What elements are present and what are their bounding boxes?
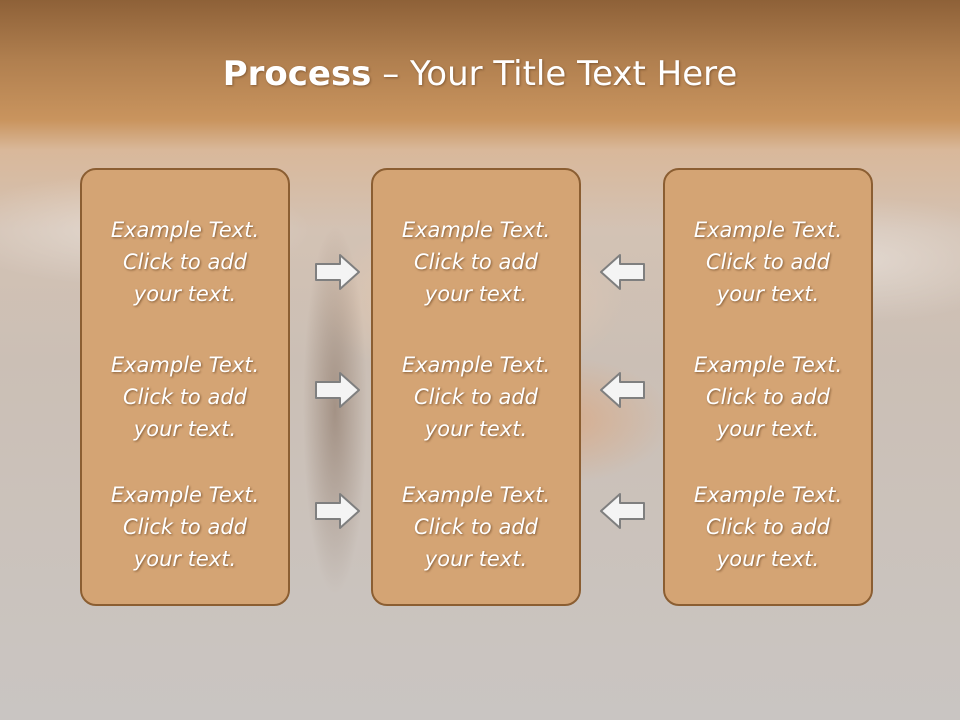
item-line-2: Click to add bbox=[122, 250, 247, 274]
text-item[interactable]: Example Text. Click to add your text. bbox=[373, 214, 579, 310]
text-item[interactable]: Example Text. Click to add your text. bbox=[665, 214, 871, 310]
text-item[interactable]: Example Text. Click to add your text. bbox=[665, 349, 871, 445]
item-line-2: Click to add bbox=[705, 385, 830, 409]
text-item[interactable]: Example Text. Click to add your text. bbox=[82, 214, 288, 310]
item-line-3: your text. bbox=[424, 282, 528, 306]
item-line-3: your text. bbox=[716, 417, 820, 441]
item-line-3: your text. bbox=[133, 547, 237, 571]
text-item[interactable]: Example Text. Click to add your text. bbox=[82, 349, 288, 445]
item-line-3: your text. bbox=[133, 282, 237, 306]
item-line-3: your text. bbox=[424, 547, 528, 571]
text-item[interactable]: Example Text. Click to add your text. bbox=[82, 479, 288, 575]
item-line-1: Example Text. bbox=[110, 353, 260, 377]
right-arrow-icon bbox=[315, 493, 360, 529]
item-line-3: your text. bbox=[716, 282, 820, 306]
motorcycle-silhouette bbox=[290, 150, 380, 650]
text-item[interactable]: Example Text. Click to add your text. bbox=[665, 479, 871, 575]
right-arrow-icon bbox=[315, 254, 360, 290]
left-arrow-icon bbox=[600, 493, 645, 529]
item-line-3: your text. bbox=[133, 417, 237, 441]
item-line-3: your text. bbox=[424, 417, 528, 441]
left-arrow-icon bbox=[600, 254, 645, 290]
item-line-1: Example Text. bbox=[693, 353, 843, 377]
item-line-1: Example Text. bbox=[110, 218, 260, 242]
title-bold: Process bbox=[222, 54, 372, 94]
item-line-2: Click to add bbox=[122, 515, 247, 539]
item-line-2: Click to add bbox=[122, 385, 247, 409]
item-line-1: Example Text. bbox=[693, 218, 843, 242]
item-line-1: Example Text. bbox=[693, 483, 843, 507]
item-line-1: Example Text. bbox=[401, 483, 551, 507]
item-line-2: Click to add bbox=[413, 385, 538, 409]
item-line-3: your text. bbox=[716, 547, 820, 571]
left-arrow-icon bbox=[600, 372, 645, 408]
item-line-1: Example Text. bbox=[401, 218, 551, 242]
item-line-2: Click to add bbox=[705, 250, 830, 274]
title-rest: – Your Title Text Here bbox=[371, 54, 738, 94]
slide-title[interactable]: Process – Your Title Text Here bbox=[0, 54, 960, 94]
right-arrow-icon bbox=[315, 372, 360, 408]
right-text-box[interactable]: Example Text. Click to add your text. Ex… bbox=[663, 168, 873, 606]
item-line-1: Example Text. bbox=[401, 353, 551, 377]
item-line-1: Example Text. bbox=[110, 483, 260, 507]
left-text-box[interactable]: Example Text. Click to add your text. Ex… bbox=[80, 168, 290, 606]
item-line-2: Click to add bbox=[413, 515, 538, 539]
item-line-2: Click to add bbox=[705, 515, 830, 539]
item-line-2: Click to add bbox=[413, 250, 538, 274]
text-item[interactable]: Example Text. Click to add your text. bbox=[373, 349, 579, 445]
text-item[interactable]: Example Text. Click to add your text. bbox=[373, 479, 579, 575]
center-text-box[interactable]: Example Text. Click to add your text. Ex… bbox=[371, 168, 581, 606]
